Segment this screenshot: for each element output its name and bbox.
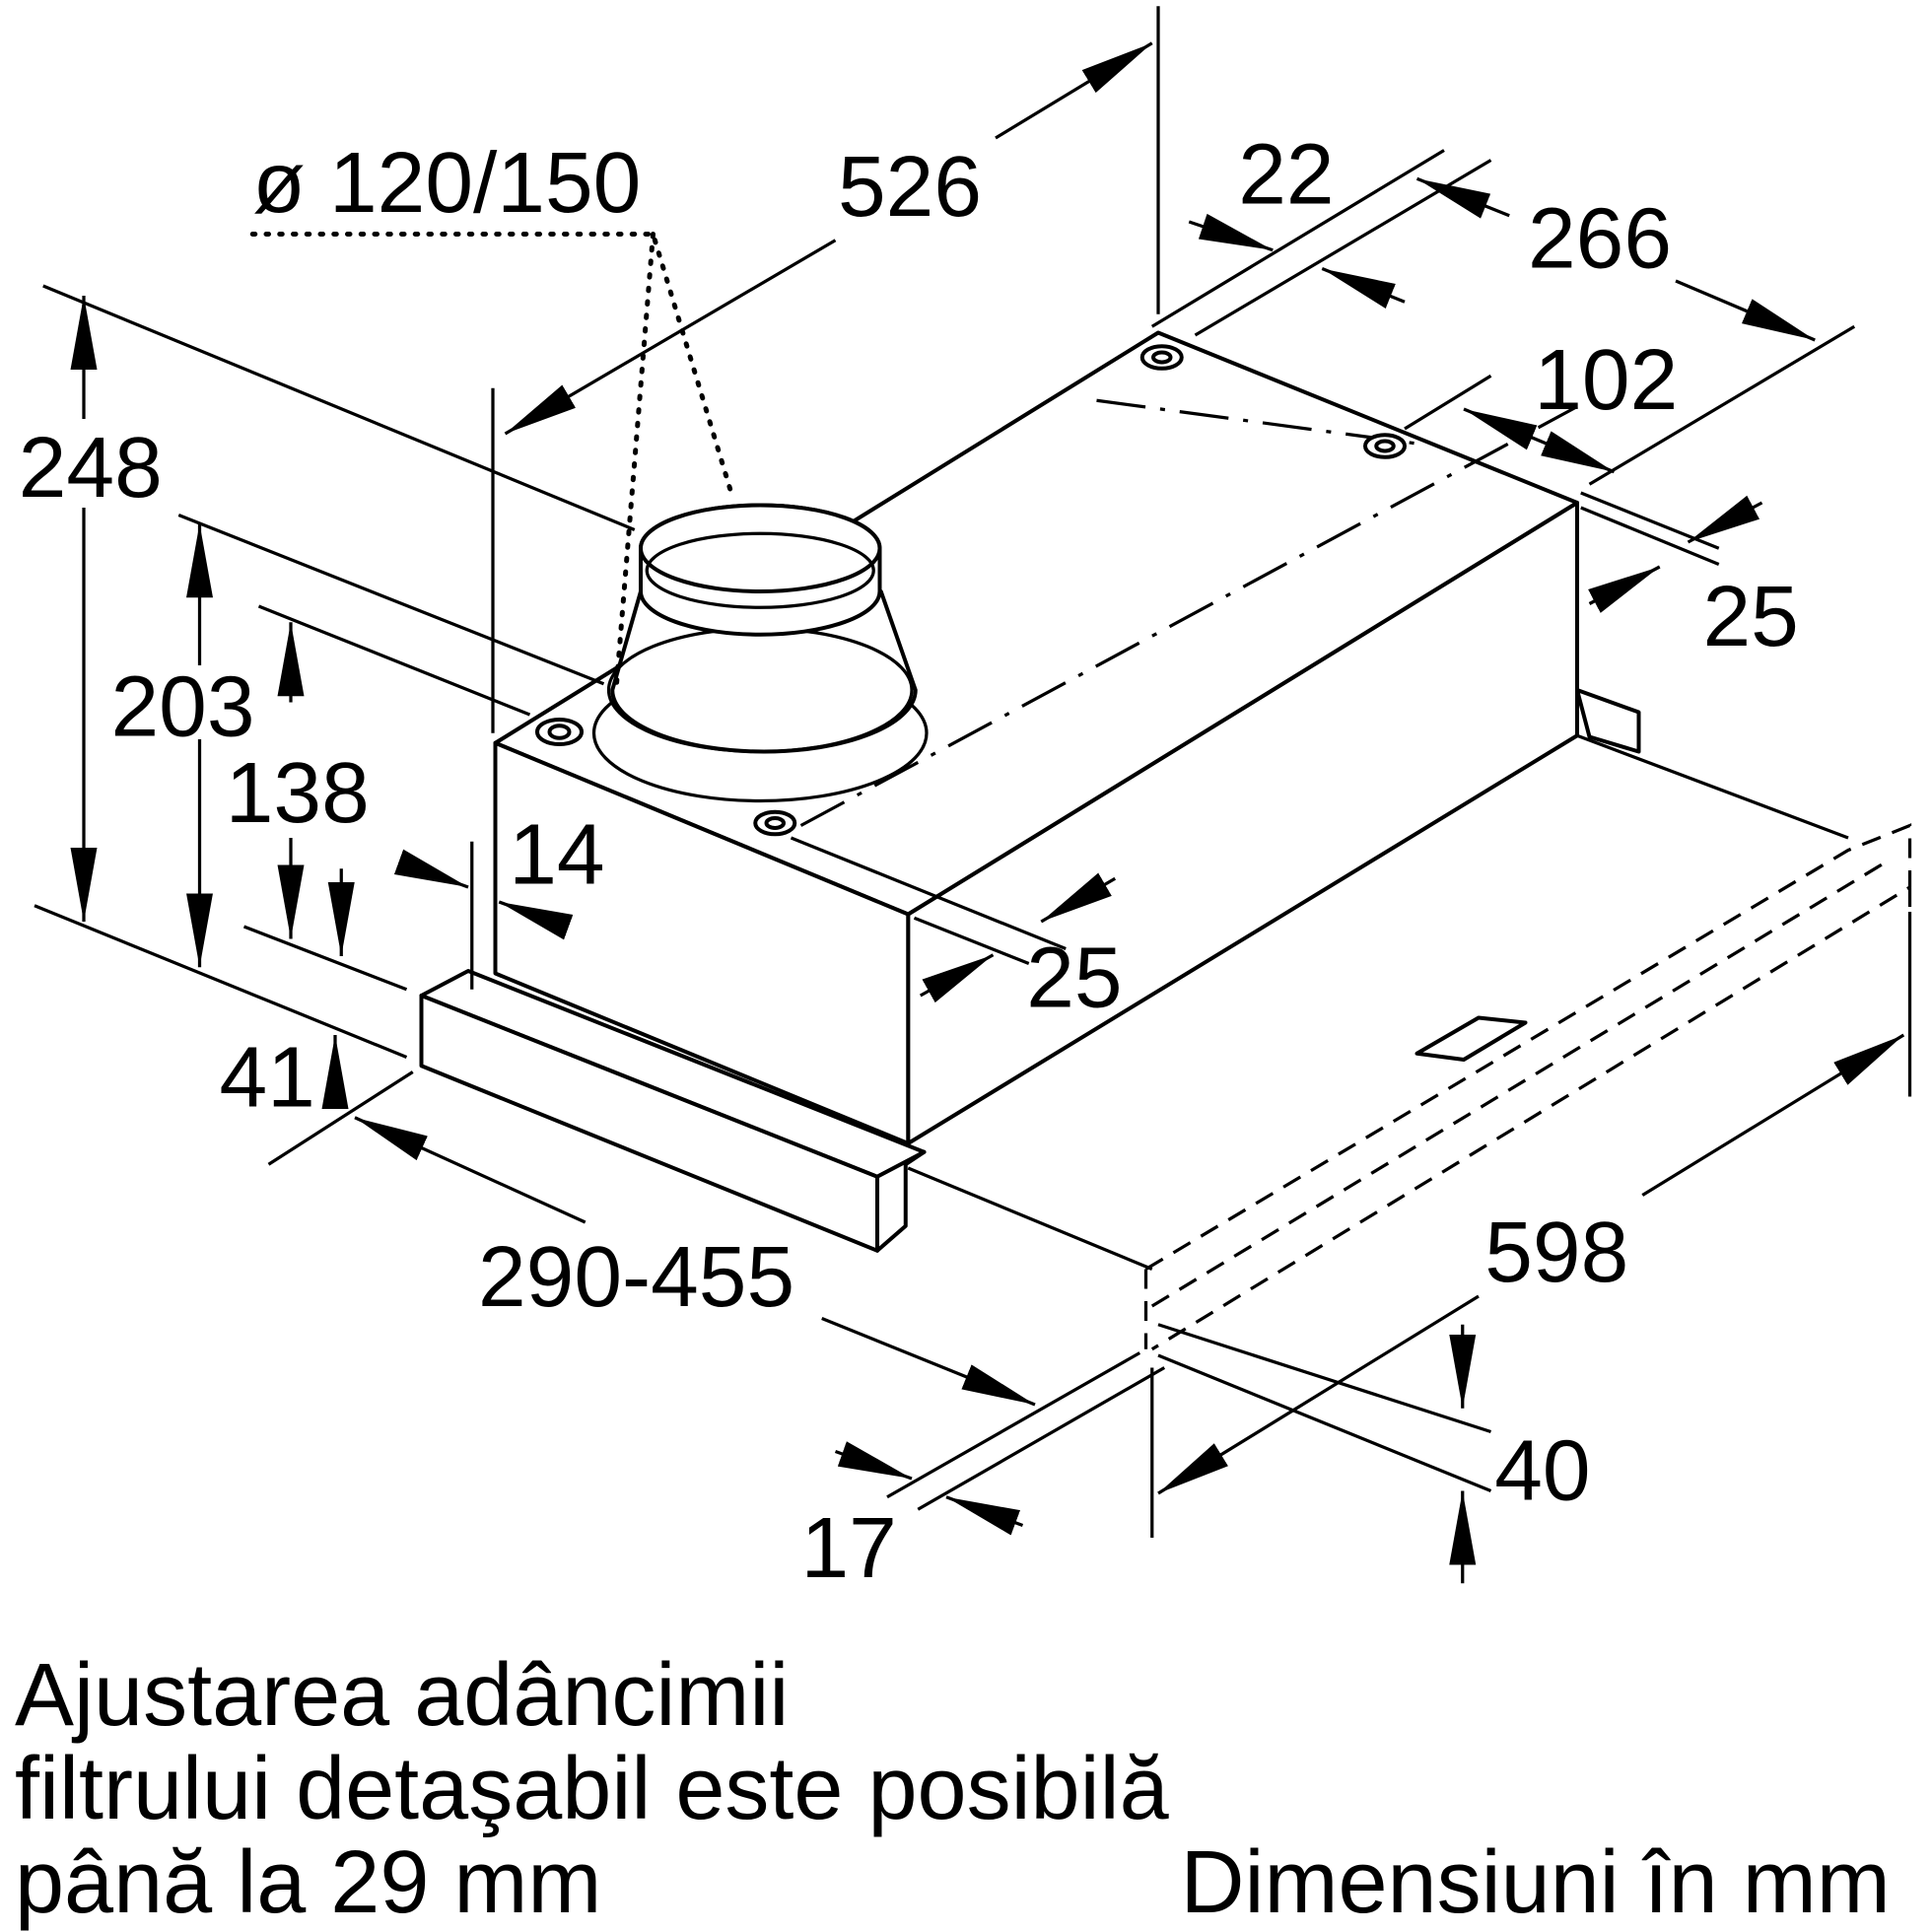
- dimension-labels: ø 120/150 526 22 266 102 25 248 203 138 …: [19, 125, 1799, 1596]
- dim-102-label: 102: [1534, 331, 1678, 428]
- dim-22-label: 22: [1238, 125, 1334, 222]
- height-203-label: 203: [111, 657, 255, 754]
- caption-line-1: Ajustarea adâncimii: [15, 1646, 789, 1745]
- dim-266-label: 266: [1528, 189, 1672, 286]
- caption: Ajustarea adâncimii filtrului detaşabil …: [15, 1646, 1891, 1932]
- width-598-label: 598: [1484, 1204, 1628, 1300]
- height-138-label: 138: [226, 744, 370, 841]
- dim-17-label: 17: [801, 1499, 897, 1596]
- height-248-label: 248: [19, 419, 163, 516]
- dim-40-label: 40: [1494, 1421, 1590, 1518]
- dim-25-front-label: 25: [1026, 929, 1122, 1025]
- dim-25-right-label: 25: [1703, 568, 1799, 664]
- caption-line-2: filtrului detaşabil este posibilă: [15, 1740, 1170, 1838]
- duct-diameter-label: ø 120/150: [252, 134, 641, 231]
- hood-body: [419, 330, 1912, 1351]
- caption-line-3: până la 29 mm: [15, 1833, 601, 1932]
- depth-range-label: 290-455: [478, 1228, 794, 1325]
- dimension-lines: [34, 6, 1912, 1584]
- depth-526-label: 526: [838, 138, 982, 235]
- dim-41-label: 41: [220, 1029, 315, 1126]
- dim-14-label: 14: [509, 805, 604, 902]
- units-note: Dimensiuni în mm: [1181, 1833, 1891, 1932]
